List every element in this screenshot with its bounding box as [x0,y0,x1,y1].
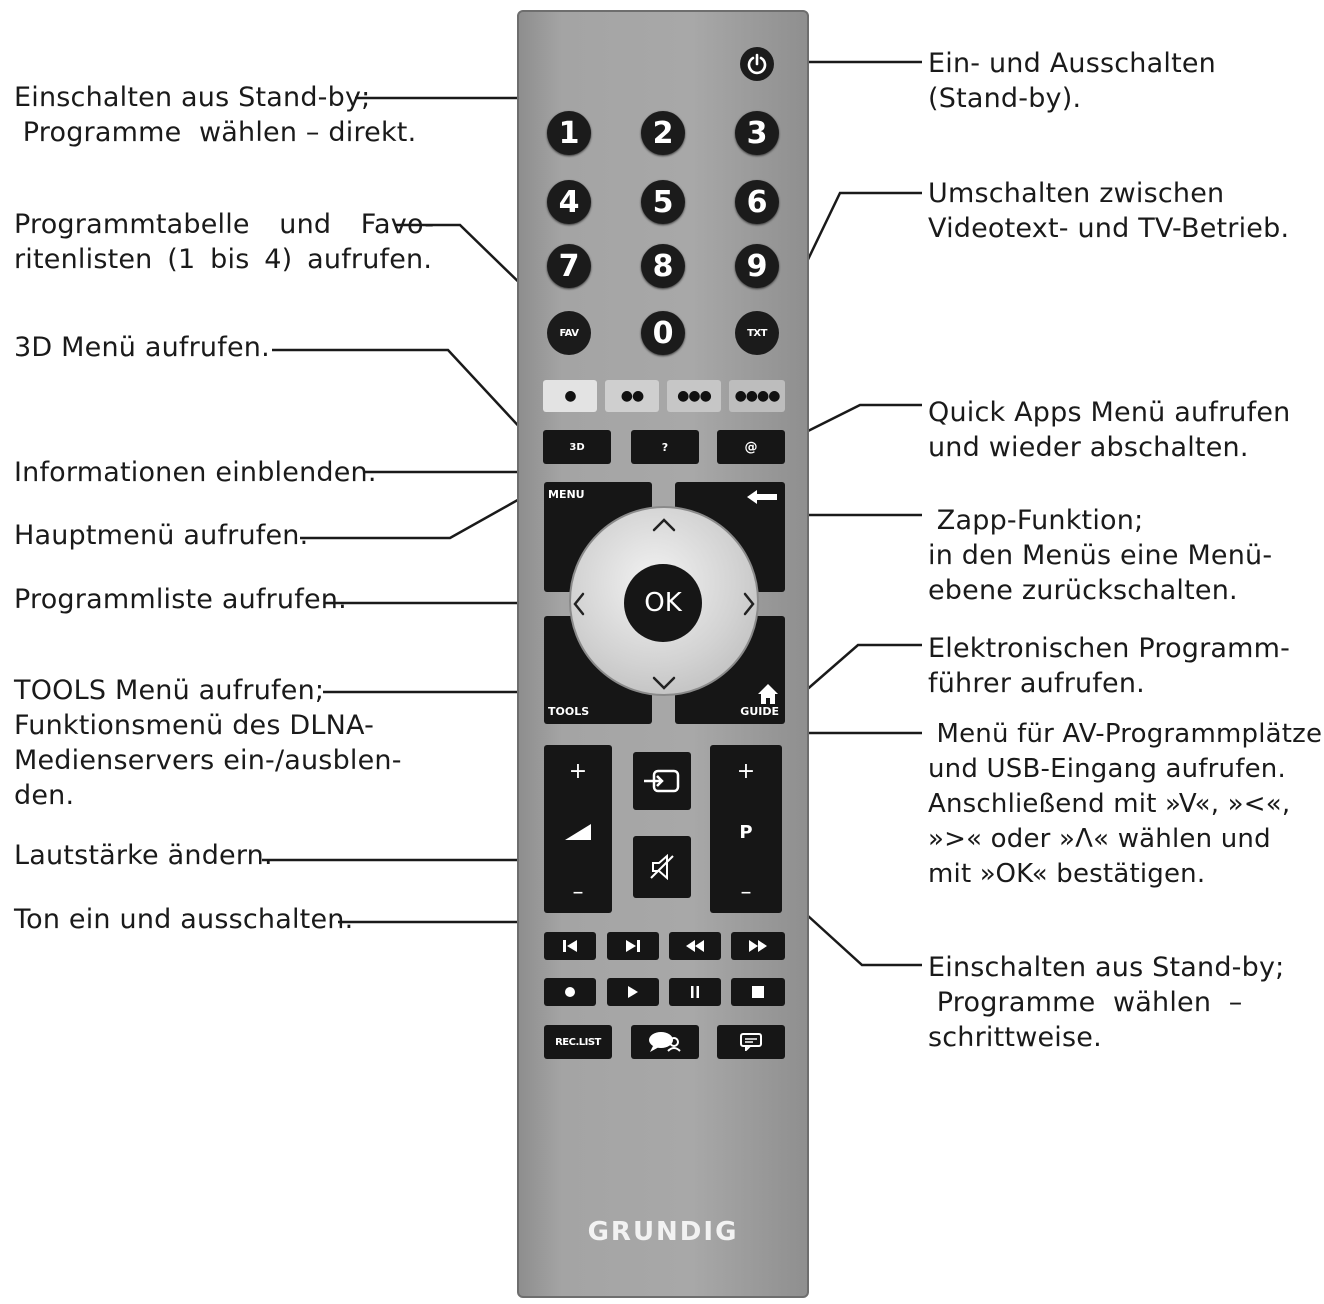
number-0-button[interactable]: 0 [641,311,685,355]
label-teletext: Umschalten zwischen Videotext- und TV-Be… [928,178,1290,244]
label-standby-step: Einschalten aus Stand-by; Programme wähl… [928,952,1285,1053]
rewind-button[interactable] [669,932,721,960]
fast-forward-icon [749,940,767,952]
remote-control: 1 2 3 4 5 6 7 8 9 FAV 0 TXT ● ●● ●●● ●●●… [517,10,809,1298]
arrow-right-icon [743,592,755,616]
rewind-icon [686,940,704,952]
fast-forward-button[interactable] [731,932,785,960]
line-3d [272,348,526,434]
play-icon [628,986,638,998]
power-icon [747,53,767,75]
volume-up[interactable]: + [568,759,588,784]
skip-forward-icon [626,940,640,952]
label-tools: TOOLS Menü aufrufen; Funktionsmenü des D… [14,675,402,811]
number-5-button[interactable]: 5 [641,180,685,224]
label-power: Ein- und Ausschalten (Stand-by). [928,48,1216,114]
stop-button[interactable] [731,978,785,1006]
record-icon [565,987,575,997]
brand-logo: GRUNDIG [587,1217,739,1247]
arrow-down-icon [652,676,676,690]
txt-button[interactable]: TXT [735,311,779,355]
subtitle-button[interactable] [717,1025,785,1059]
volume-icon [565,824,591,840]
skip-back-icon [563,940,577,952]
number-9-button[interactable]: 9 [735,244,779,288]
back-arrow-icon [747,490,777,504]
arrow-left-icon [573,592,585,616]
pause-button[interactable] [669,978,721,1006]
label-zapp: Zapp-Funktion; in den Menüs eine Menü- e… [928,505,1273,606]
home-icon [758,684,778,704]
3d-button[interactable]: 3D [543,430,611,464]
mute-icon [650,854,674,880]
pause-icon [691,986,699,998]
quick-apps-button[interactable]: @ [717,430,785,464]
program-down[interactable]: – [740,880,752,905]
number-8-button[interactable]: 8 [641,244,685,288]
play-button[interactable] [607,978,659,1006]
label-av-menu: Menü für AV-Programmplätze und USB-Einga… [928,719,1323,889]
label-main-menu: Hauptmenü aufrufen. [14,520,309,551]
yellow-button[interactable]: ●●● [667,380,721,412]
record-button[interactable] [544,978,596,1006]
dpad-arrows [573,518,755,690]
speech-bubble-icon [649,1032,681,1052]
label-program-table: Programmtabelle und Favo- ritenlisten (1… [14,209,435,275]
green-button[interactable]: ●● [605,380,659,412]
label-program-list: Programmliste aufrufen. [14,584,347,615]
program-up[interactable]: + [736,759,756,784]
rec-list-button[interactable]: REC.LIST [544,1025,612,1059]
line-main-menu [300,481,549,540]
subtitle-icon [740,1033,762,1051]
label-volume: Lautstärke ändern. [14,840,273,871]
program-label: P [739,821,753,843]
stop-icon [752,986,764,998]
label-mute: Ton ein und ausschalten. [14,904,354,935]
number-4-button[interactable]: 4 [547,180,591,224]
label-3d-menu: 3D Menü aufrufen. [14,332,270,363]
info-button[interactable]: ? [631,430,699,464]
mute-button[interactable] [633,836,691,898]
power-button[interactable] [740,47,774,81]
number-3-button[interactable]: 3 [735,111,779,155]
input-source-icon [644,769,680,793]
voice-button[interactable] [631,1025,699,1059]
line-standby-step [784,894,922,967]
label-quick-apps: Quick Apps Menü aufrufen und wieder absc… [928,397,1291,463]
blue-button[interactable]: ●●●● [729,380,785,412]
number-6-button[interactable]: 6 [735,180,779,224]
number-2-button[interactable]: 2 [641,111,685,155]
label-epg: Elektronischen Programm- führer aufrufen… [928,633,1291,699]
av-source-button[interactable] [633,752,691,810]
skip-back-button[interactable] [544,932,596,960]
program-rocker[interactable]: + P – [710,745,782,913]
skip-forward-button[interactable] [607,932,659,960]
fav-button[interactable]: FAV [547,311,591,355]
volume-down[interactable]: – [572,880,584,905]
line-quick-apps [789,403,922,442]
arrow-up-icon [652,518,676,532]
volume-rocker[interactable]: + – [544,745,612,913]
number-1-button[interactable]: 1 [547,111,591,155]
red-button[interactable]: ● [543,380,597,412]
label-standby-direct: Einschalten aus Stand-by; Programme wähl… [14,82,417,148]
number-7-button[interactable]: 7 [547,244,591,288]
ok-button[interactable]: OK [624,564,702,642]
label-info: Informationen einblenden. [14,457,377,488]
